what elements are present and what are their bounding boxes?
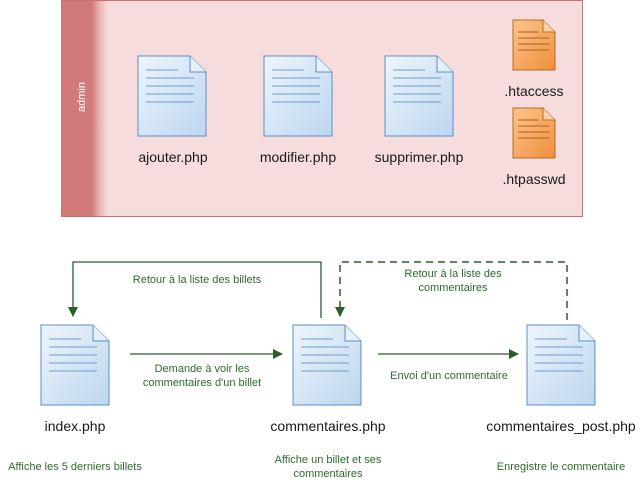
edge-label-post-to-commentaires: Retour à la liste des commentaires <box>404 268 502 294</box>
arrow-commentaires-to-index <box>68 261 322 318</box>
htpasswd-file-label: .htpasswd <box>502 171 566 187</box>
commentaires-post-note: Enregistre le commentaire <box>496 461 626 473</box>
ajouter-file-label: ajouter.php <box>138 149 208 165</box>
admin-swoosh <box>92 1 108 216</box>
index-note: Affiche les 5 derniers billets <box>8 461 142 473</box>
supprimer-file-icon <box>384 55 454 137</box>
arrow-post-to-commentaires <box>335 261 568 320</box>
htaccess-file-icon <box>512 19 556 71</box>
supprimer-file-label: supprimer.php <box>374 149 464 165</box>
modifier-file-label: modifier.php <box>259 149 337 165</box>
edge-label-commentaires-to-post: Envoi d'un commentaire <box>390 370 508 382</box>
modifier-file-icon <box>263 55 333 137</box>
commentaires-note: Affiche un billet et ses commentaires <box>274 454 382 480</box>
commentaires-file-icon <box>292 324 362 406</box>
ajouter-file-icon <box>137 55 207 137</box>
htaccess-file-label: .htaccess <box>504 83 564 99</box>
edge-label-commentaires-to-index: Retour à la liste des billets <box>132 274 262 286</box>
commentaires-post-file-label: commentaires_post.php <box>486 418 636 434</box>
commentaires-post-file-icon <box>526 324 596 406</box>
htpasswd-file-icon <box>512 107 556 159</box>
edge-label-index-to-commentaires: Demande à voir les commentaires d'un bil… <box>142 363 262 389</box>
index-file-label: index.php <box>44 418 106 434</box>
commentaires-file-label: commentaires.php <box>270 418 386 434</box>
index-file-icon <box>40 324 110 406</box>
